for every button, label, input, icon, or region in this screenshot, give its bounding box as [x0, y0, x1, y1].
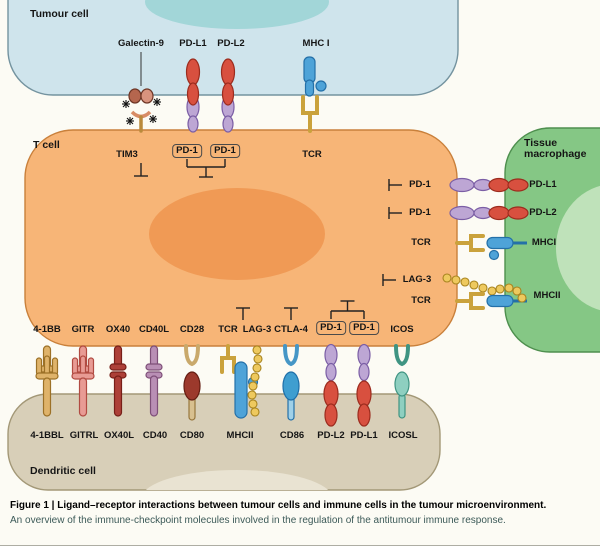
mhci-right-label: MHCI	[531, 237, 557, 248]
tcr-receptor	[301, 95, 319, 115]
t-cell-nucleus	[149, 188, 325, 280]
cd28-cd80-pair	[183, 344, 201, 421]
gitrl-label: GITRL	[69, 430, 99, 441]
cd86-label: CD86	[279, 430, 305, 441]
41bb-label: 4-1BB	[33, 324, 61, 335]
tcr-bottom-label: TCR	[218, 324, 238, 335]
dendritic-nucleus	[142, 470, 332, 490]
mhcii-right-label: MHCII	[533, 290, 561, 301]
icos-icosl-pair	[394, 344, 410, 419]
mhc1-tcr-pair-top	[301, 56, 327, 133]
inhibition-tee-lag3-bottom	[236, 307, 250, 320]
figure-caption: Figure 1 | Ligand–receptor interactions …	[10, 499, 592, 527]
macrophage-label: Tissue macrophage	[524, 137, 587, 160]
galectin9-label: Galectin-9	[118, 38, 164, 49]
pdl1-top-label: PD-L1	[179, 38, 207, 49]
tcr-mhcii-lag3-pair	[220, 344, 263, 419]
41bbl-label: 4-1BBL	[30, 430, 64, 441]
inhibition-tee-pd1-bottom	[330, 300, 365, 319]
caption-title: Ligand–receptor interactions between tum…	[54, 500, 547, 511]
cd80-label: CD80	[179, 430, 205, 441]
tcr-mhcii-right	[455, 283, 527, 310]
pd1-right-label-b: PD-1	[409, 207, 431, 218]
pd1-pdl2-bottom	[323, 343, 339, 427]
gitr-gitrl-pair	[71, 345, 95, 417]
ctla4-label: CTLA-4	[274, 324, 308, 335]
icosl-label: ICOSL	[388, 430, 418, 441]
ox40l-label: OX40L	[103, 430, 135, 441]
dendritic-cell-label: Dendritic cell	[30, 465, 96, 477]
tumour-nucleus	[145, 0, 329, 29]
cd28-label: CD28	[179, 324, 205, 335]
pdl2-pd1-pair-top	[220, 58, 236, 133]
tcr-top-label: TCR	[302, 149, 322, 160]
pdl1-bottom-label: PD-L1	[350, 430, 378, 441]
inhibition-tee-right-lag3	[382, 274, 396, 286]
galectin9-tim3-complex	[122, 52, 161, 133]
caption-body: An overview of the immune-checkpoint mol…	[10, 515, 506, 526]
figure-number: Figure 1 |	[10, 500, 55, 511]
pdl2-right-label: PD-L2	[529, 207, 557, 218]
pd1-top-label-b: PD-1	[210, 144, 240, 158]
tcr-right-label-a: TCR	[411, 237, 431, 248]
mhcii-bottom-label: MHCII	[226, 430, 254, 441]
icos-label: ICOS	[390, 324, 414, 335]
pdl1-right-label: PD-L1	[529, 179, 557, 190]
mhc1-label: MHC I	[302, 38, 330, 49]
pd1-top-label-a: PD-1	[172, 144, 202, 158]
pd1-pdl1-bottom	[356, 343, 372, 427]
t-cell-label: T cell	[33, 139, 60, 151]
ox40-label: OX40	[105, 324, 131, 335]
cd40l-label: CD40L	[138, 324, 170, 335]
inhibition-tee-right-pd1b	[388, 207, 402, 219]
pd1-right-label-a: PD-1	[409, 179, 431, 190]
41bb-41bbl-pair	[35, 345, 59, 417]
inhibition-tee-pd1-top	[186, 159, 226, 178]
pdl2-bottom-label: PD-L2	[317, 430, 345, 441]
tumour-cell-shape	[7, 0, 459, 96]
caption-title-line: Figure 1 | Ligand–receptor interactions …	[10, 499, 592, 512]
tim3-label: TIM3	[116, 149, 138, 160]
glycan-icon	[122, 98, 161, 125]
pd1-bottom-label-b: PD-1	[349, 321, 379, 335]
macrophage-nucleus	[556, 184, 600, 312]
lag3-beads-bottom	[247, 345, 263, 417]
tcr-mhci-right	[455, 234, 527, 261]
pd1-bottom-label-a: PD-1	[316, 321, 346, 335]
cd40-label: CD40	[142, 430, 168, 441]
gitr-label: GITR	[71, 324, 95, 335]
t-cell-shape	[24, 129, 458, 347]
lag3-right-label: LAG-3	[402, 274, 432, 285]
inhibition-tee-right-pd1a	[388, 179, 402, 191]
tumour-cell-label: Tumour cell	[30, 8, 89, 20]
pdl2-top-label: PD-L2	[217, 38, 245, 49]
lag3-bottom-label: LAG-3	[242, 324, 272, 335]
inhibition-tee-ctla4	[284, 307, 298, 320]
pd1-pdl1-right	[449, 177, 529, 193]
pdl1-pd1-pair-top	[185, 58, 201, 133]
tcr-right-label-b: TCR	[411, 295, 431, 306]
ctla4-cd86-pair	[282, 344, 300, 421]
pd1-pdl2-right	[449, 205, 529, 221]
inhibition-tee-tim3	[134, 163, 148, 177]
cd40l-cd40-pair	[145, 345, 163, 417]
ox40-ox40l-pair	[109, 345, 127, 417]
